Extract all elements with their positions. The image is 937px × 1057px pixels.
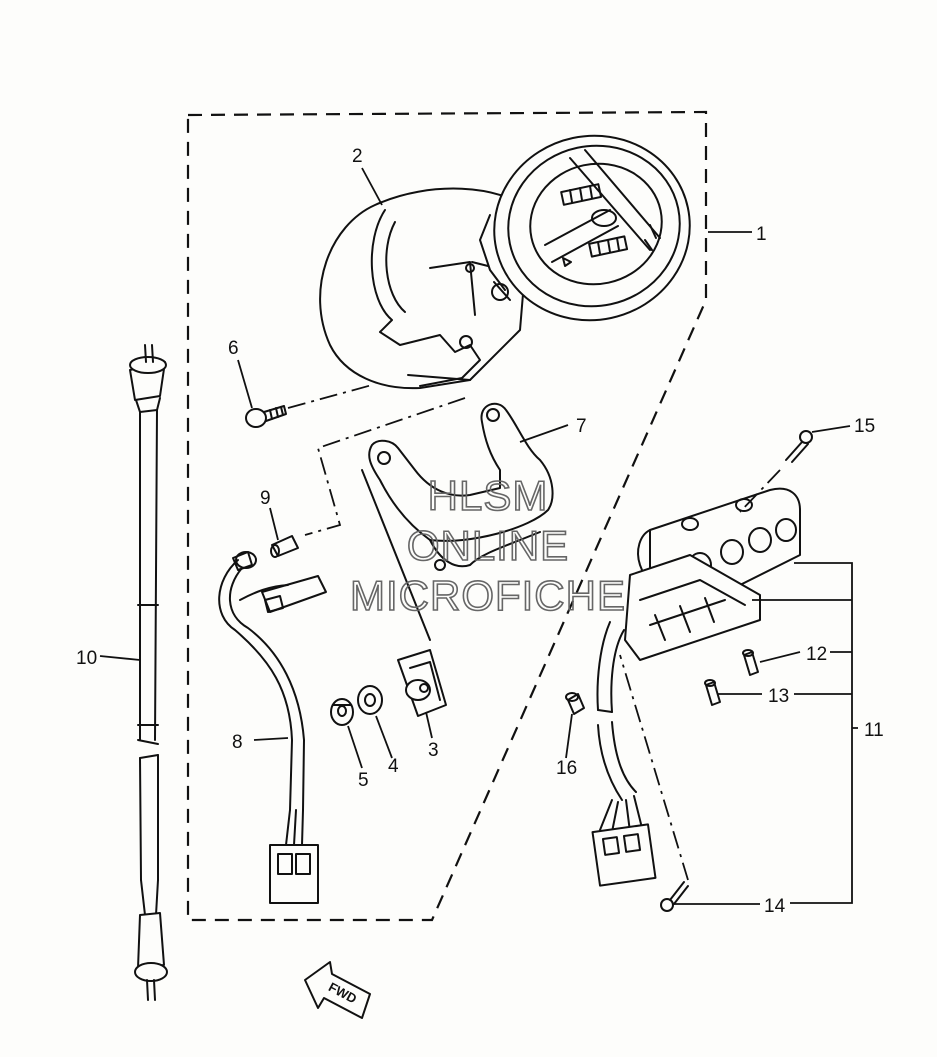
assembly-boundary: [186, 110, 708, 922]
leader-12: [759, 651, 801, 663]
callout-14: 14: [764, 896, 786, 917]
callout-12: 12: [806, 644, 827, 665]
leader-2: [361, 167, 383, 206]
part-16-socket: [565, 692, 585, 715]
fwd-direction-arrow: FWD: [304, 961, 371, 1019]
leader-10: [99, 655, 141, 661]
centerline-9: [304, 397, 466, 536]
callout-5: 5: [358, 770, 369, 791]
leader-9: [269, 507, 279, 541]
part-8-lead-wire: [218, 551, 327, 904]
part-12-bulb: [742, 649, 759, 676]
callout-15: 15: [854, 416, 875, 437]
leader-8: [253, 737, 289, 741]
callout-1: 1: [756, 224, 767, 245]
watermark-line-3: MICROFICHE: [350, 572, 626, 619]
watermark-line-1: HLSM: [428, 472, 549, 519]
callout-16: 16: [556, 758, 577, 779]
part-10-cable: [129, 344, 168, 1001]
callout-4: 4: [388, 756, 399, 777]
part-4-washer: [357, 685, 383, 715]
leader-5: [347, 725, 363, 769]
callout-2: 2: [352, 146, 363, 167]
part-14-screw: [619, 654, 689, 912]
leader-6: [237, 359, 253, 409]
leader-16: [565, 713, 573, 759]
callout-9: 9: [260, 488, 271, 509]
part-11-indicator-light: [624, 487, 801, 661]
callout-6: 6: [228, 338, 239, 359]
callout-7: 7: [576, 416, 587, 437]
callout-10: 10: [76, 648, 97, 669]
watermark-line-2: ONLINE: [407, 522, 569, 569]
leader-3: [425, 711, 433, 739]
callout-3: 3: [428, 740, 439, 761]
part-15-screw: [739, 430, 813, 513]
part-9-bulb: [270, 535, 299, 558]
callout-8: 8: [232, 732, 243, 753]
part-6-screw: [245, 384, 373, 428]
leader-7: [519, 424, 569, 443]
indicator-harness: [591, 621, 657, 887]
callout-11: 11: [864, 720, 884, 741]
part-5-nut: [330, 698, 354, 726]
watermark: HLSM ONLINE MICROFICHE: [349, 471, 626, 620]
callout-13: 13: [768, 686, 789, 707]
part-1-speedometer: [465, 134, 691, 322]
leader-15: [811, 425, 851, 433]
part-3-grommet: [397, 649, 447, 717]
part-13-bulb: [704, 679, 721, 706]
leader-11-bracket: [752, 562, 858, 904]
part-2-meter-housing: [319, 187, 531, 390]
leader-4: [375, 715, 393, 759]
